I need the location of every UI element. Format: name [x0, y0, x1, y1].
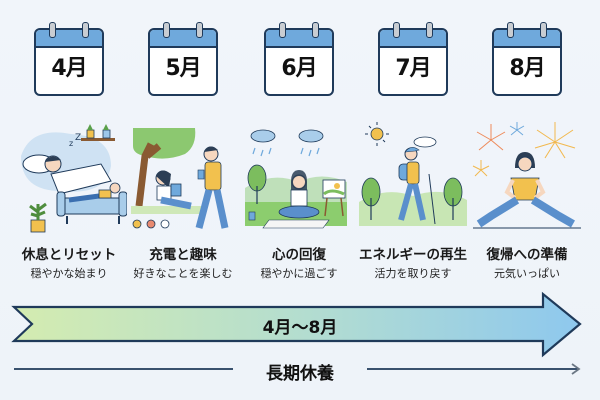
phase-subtitle: 穏やかに過ごす: [260, 267, 338, 280]
calendar-ring-icon: [393, 22, 400, 38]
calendar-april: 4月: [34, 22, 104, 96]
period-label: 長期休養: [266, 364, 334, 384]
meditation-rain-illustration: [245, 129, 347, 229]
calendar-july: 7月: [378, 22, 448, 96]
phase-subtitle: 穏やかな始まり: [30, 267, 108, 280]
calendar-ring-icon: [426, 22, 433, 38]
hiking-illustration: [359, 122, 467, 226]
calendar-ring-icon: [163, 22, 170, 38]
phase-june: 6月 心の回復 穏やかに過ごす: [241, 0, 357, 290]
month-label: 6月: [281, 56, 317, 81]
month-label: 8月: [509, 56, 545, 81]
phase-subtitle: 元気いっぱい: [494, 267, 560, 280]
calendar-ring-icon: [540, 22, 547, 38]
phase-title: 充電と趣味: [149, 247, 217, 263]
calendar-ring-icon: [507, 22, 514, 38]
calendar-ring-icon: [279, 22, 286, 38]
phase-may: 5月 充電と趣味 好きなことを楽しむ: [125, 0, 241, 290]
phase-july: 7月 エネルギーの再生 活力を取り戻す: [355, 0, 471, 290]
calendar-may: 5月: [148, 22, 218, 96]
month-label: 5月: [165, 56, 201, 81]
calendar-ring-icon: [196, 22, 203, 38]
phase-title: エネルギーの再生: [359, 247, 467, 263]
calendar-ring-icon: [82, 22, 89, 38]
svg-text:Z: Z: [75, 133, 81, 143]
svg-text:z: z: [69, 139, 73, 148]
phase-title: 復帰への準備: [486, 247, 568, 263]
phase-subtitle: 好きなことを楽しむ: [133, 267, 233, 280]
timeline-range-label: 4月〜8月: [262, 318, 338, 338]
phase-subtitle: 活力を取り戻す: [374, 267, 452, 280]
stretching-fireworks-illustration: [472, 122, 581, 229]
phase-title: 心の回復: [272, 247, 326, 263]
calendar-august: 8月: [492, 22, 562, 96]
month-label: 4月: [51, 56, 87, 81]
calendar-june: 6月: [264, 22, 334, 96]
calendar-ring-icon: [312, 22, 319, 38]
period-line: [14, 363, 581, 375]
reading-walking-illustration: [131, 128, 229, 229]
phase-april: 4月 z Z 休息とリセット 穏やかな始まり: [11, 0, 127, 290]
phase-title: 休息とリセット: [21, 247, 117, 263]
phase-august: 8月 復帰への準備 元気いっぱい: [469, 0, 585, 290]
month-label: 7月: [395, 56, 431, 81]
sleeping-resting-illustration: z Z: [21, 124, 127, 233]
calendar-ring-icon: [49, 22, 56, 38]
timeline-arrow: [11, 291, 582, 358]
